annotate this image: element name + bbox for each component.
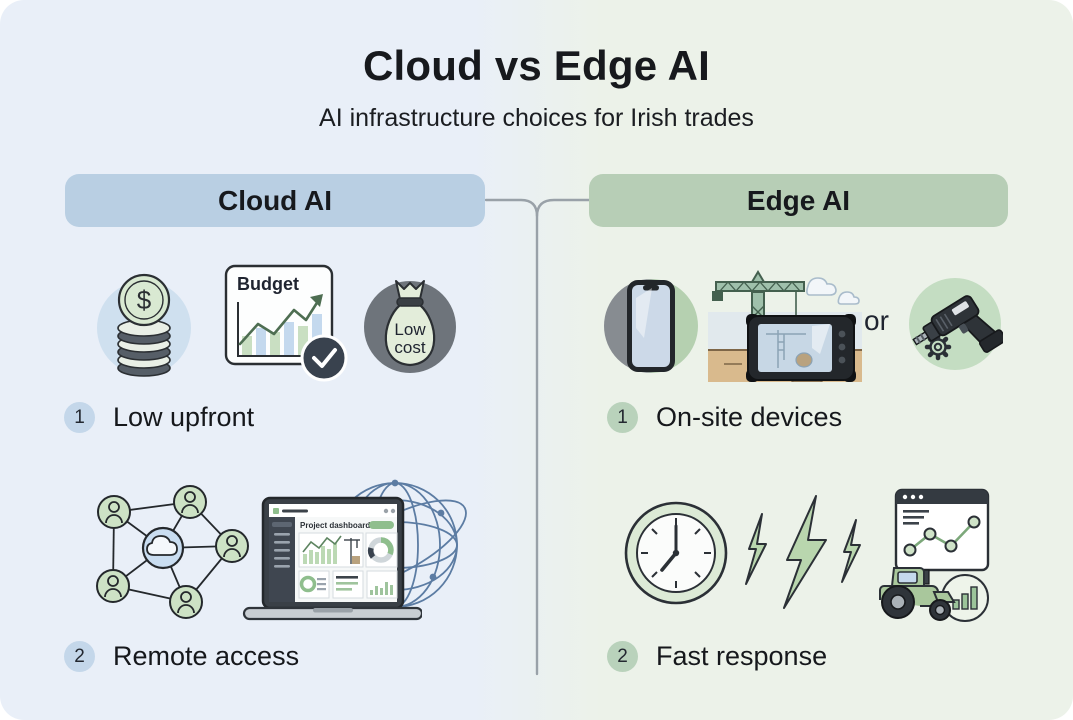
tablet-screen-scene [766,330,806,368]
edge-item-2-label: Fast response [656,641,828,671]
clock-icon [624,501,728,605]
cloud-item-1: 1 Low upfront [64,402,254,433]
lightning-bolts-icon [745,495,861,609]
money-bag-icon: Low cost [364,280,456,373]
edge-item-2: 2 Fast response [607,641,827,672]
check-badge-icon [300,334,348,382]
user-node-icon [169,585,203,619]
budget-chart-icon: Budget [224,264,348,382]
coin-stack-icon: $ [97,273,191,377]
rugged-tablet-icon [746,314,856,382]
coin-stack [117,319,171,377]
line-chart [903,515,981,557]
drill-icon [909,278,1003,370]
or-label: or [864,305,889,336]
cloud-item-2-label: Remote access [113,641,300,671]
edge-ai-header: Edge AI [589,174,1008,227]
tractor-icon [879,567,956,621]
network-cloud-icon [96,485,249,619]
laptop-dashboard-icon: Project dashboard [242,496,422,621]
edge-item-2-number: 2 [607,641,638,672]
edge-analytics-icon [879,488,990,622]
user-node-icon [97,495,131,529]
dollar-symbol: $ [137,285,152,315]
trend-arrow-icon [238,294,323,346]
page-subtitle: AI infrastructure choices for Irish trad… [319,104,754,132]
cloud-item-1-label: Low upfront [113,402,255,432]
dollar-coin-icon: $ [117,273,171,327]
bar-chart [242,314,322,356]
cloud-shape-icon [806,277,860,305]
user-node-icon [96,569,130,603]
edge-item-1-number: 1 [607,402,638,433]
cloud-ai-header: Cloud AI [65,174,485,227]
money-bag-text-line2: cost [394,338,425,357]
money-bag-text-line1: Low [394,320,426,339]
cloud-item-2: 2 Remote access [64,641,299,672]
budget-label: Budget [237,274,299,294]
mini-bars [370,582,393,595]
dashboard-title: Project dashboard [300,521,370,530]
cloud-item-1-number: 1 [64,402,95,433]
drill-body [912,295,1003,353]
clock-ticks [641,518,711,588]
user-node-icon [173,485,207,519]
mini-bar-chart [302,535,342,564]
site-tablet-icon [708,270,862,382]
smartphone-icon [604,279,698,373]
cloud-item-2-number: 2 [64,641,95,672]
edge-item-1-label: On-site devices [656,402,843,432]
page-title: Cloud vs Edge AI [362,42,710,89]
browser-window-icon [894,488,990,572]
mini-crane-icon [344,538,360,564]
bar-chart-circle-icon [941,574,989,622]
edge-item-1: 1 On-site devices [607,402,842,433]
cloud-hub-icon [141,526,185,570]
